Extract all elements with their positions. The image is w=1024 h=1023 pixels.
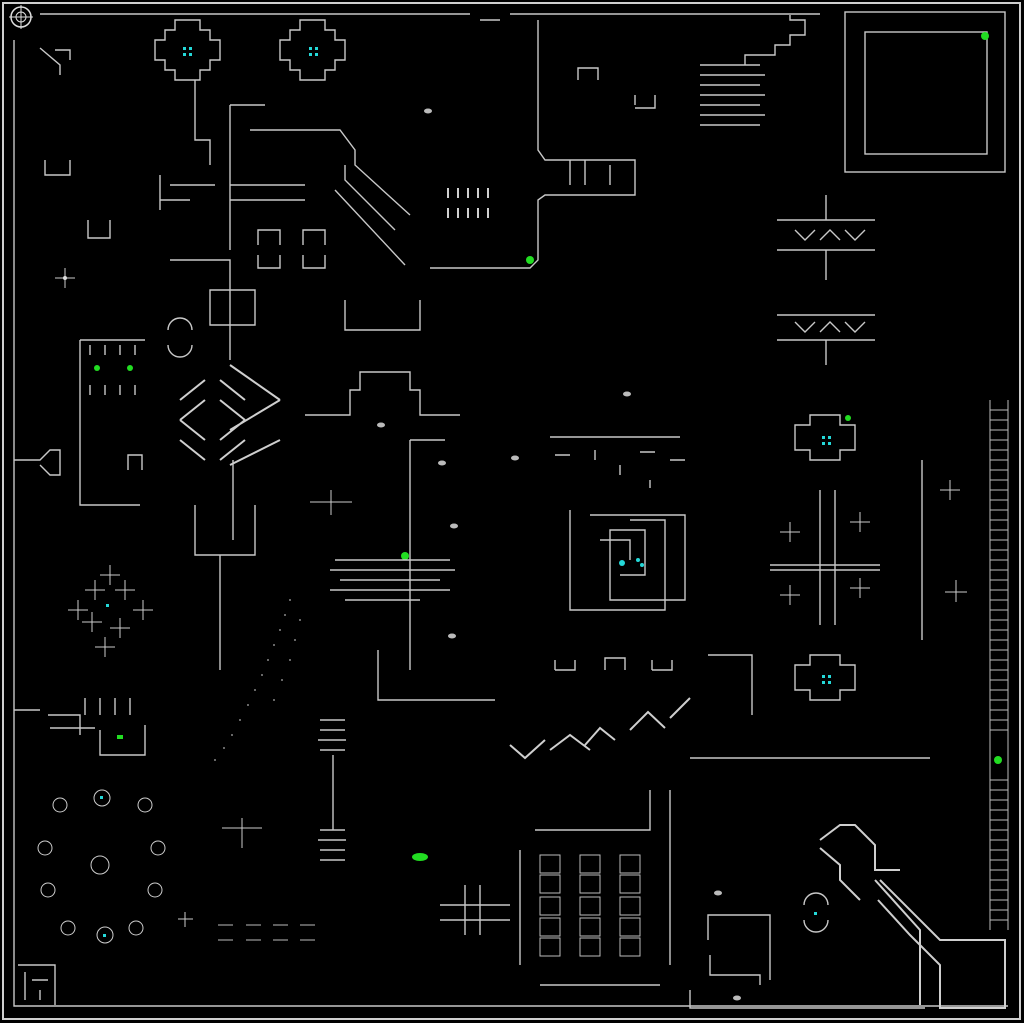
room-small	[569, 67, 656, 185]
staircase	[700, 15, 806, 126]
maze-corner	[18, 964, 56, 1005]
player-marker[interactable]	[994, 756, 1002, 764]
item-marker	[44, 160, 326, 269]
compass-rose-icon	[9, 5, 33, 29]
star-cross	[178, 490, 352, 927]
room-left	[79, 339, 145, 506]
corridor	[770, 490, 880, 625]
corridor-left	[14, 280, 256, 476]
corridor	[330, 439, 495, 701]
zigzag-wall	[509, 697, 691, 760]
item-marker	[100, 796, 103, 799]
star-cluster	[780, 480, 967, 605]
oval-marker	[377, 108, 741, 1001]
player-marker[interactable]	[401, 552, 409, 560]
item-marker	[619, 558, 644, 567]
staircase-bottom	[318, 719, 346, 861]
room-row	[554, 654, 753, 715]
arrow-pairs	[777, 195, 875, 365]
corridor	[194, 460, 256, 670]
chevron-room	[179, 364, 281, 466]
item-marker	[103, 934, 106, 937]
diagonal-corridor	[819, 824, 1006, 1009]
player-marker[interactable]	[845, 415, 851, 421]
junction-icon	[55, 268, 75, 288]
player-marker[interactable]	[127, 365, 133, 371]
player-marker[interactable]	[117, 735, 123, 739]
ladder-wall	[989, 400, 1009, 930]
circle-room	[167, 317, 193, 358]
square-room	[844, 11, 1006, 173]
corridor-top-left	[39, 47, 71, 75]
room-bottom-left	[14, 698, 146, 756]
corridor	[440, 885, 510, 935]
cross-room	[154, 19, 346, 81]
player-marker[interactable]	[981, 32, 989, 40]
corridor	[305, 300, 460, 416]
star-cluster	[68, 565, 153, 657]
cross-cluster	[37, 789, 166, 944]
item-marker	[183, 47, 318, 56]
inner-border	[13, 13, 1008, 1007]
room-bottom	[689, 914, 925, 1009]
player-marker[interactable]	[412, 853, 428, 861]
corridor-network	[159, 80, 411, 280]
item-marker	[822, 436, 831, 684]
corridor	[690, 460, 930, 759]
spiral-room	[550, 436, 686, 611]
item-marker	[814, 912, 817, 915]
player-marker[interactable]	[94, 365, 100, 371]
player-marker[interactable]	[526, 256, 534, 264]
grid-room	[519, 790, 671, 986]
corridor-east	[430, 19, 636, 269]
pillar-row	[218, 924, 315, 941]
grid-cells	[539, 854, 641, 957]
pillar-row	[447, 188, 489, 218]
dot-trail	[214, 599, 301, 761]
cross-room	[794, 414, 856, 701]
circle-room	[803, 892, 829, 933]
